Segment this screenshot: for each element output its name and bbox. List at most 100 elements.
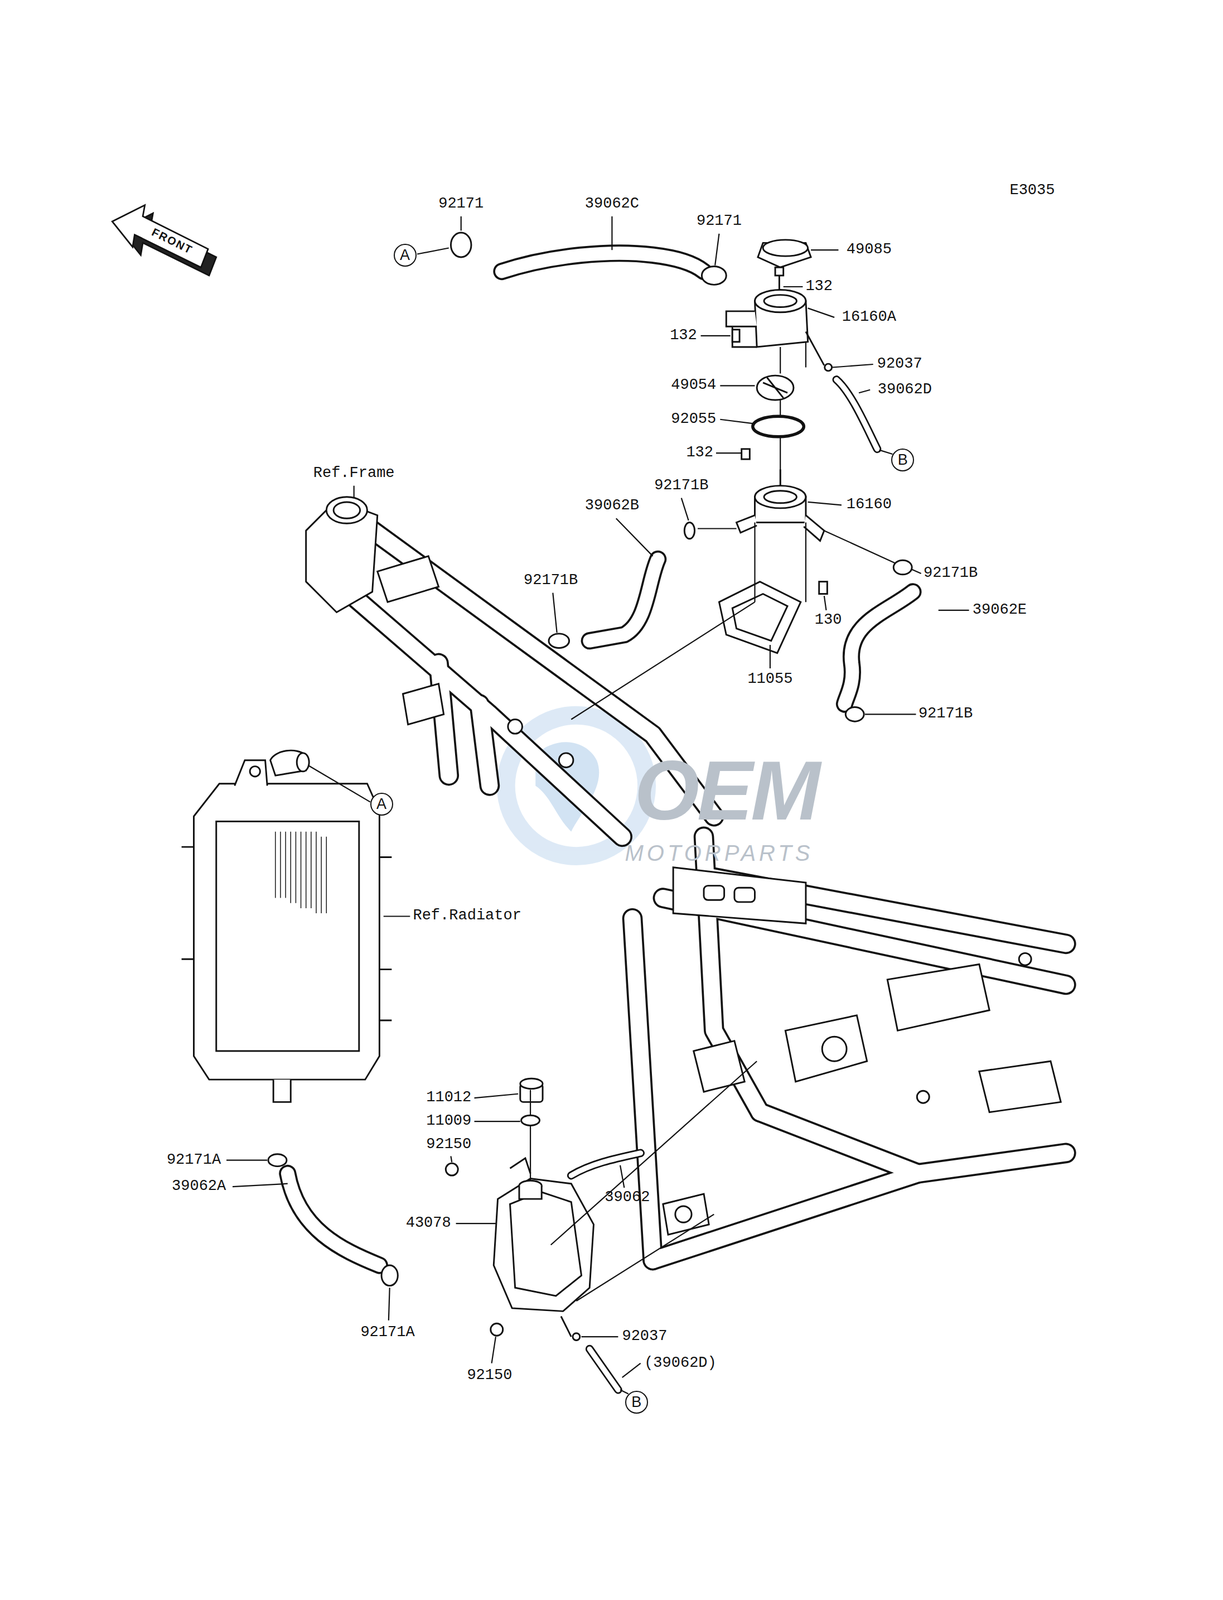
reservoir-tank: [510, 1191, 582, 1296]
coolant-hoses: [571, 1152, 641, 1176]
reference-circle: B: [891, 448, 915, 472]
leader-lines: [719, 384, 755, 386]
leader-lines: [474, 1120, 520, 1122]
frame-tubes: [760, 1112, 918, 1174]
coolant-hoses: [589, 1348, 618, 1390]
radiator: [181, 846, 393, 1021]
hose-clamps: [824, 363, 833, 371]
leader-lines: [226, 216, 970, 1394]
frame-tubes: [438, 663, 449, 776]
frame-tubes: [324, 515, 1067, 1260]
thermostat-housing: [775, 267, 784, 276]
frame-parts: [558, 752, 574, 768]
part-number: 92037: [621, 1327, 667, 1345]
leader-lines: [622, 1362, 641, 1378]
thermostat-housing: [752, 416, 804, 437]
leader-lines: [456, 1222, 496, 1224]
thermostat-housing: [741, 448, 751, 459]
part-number: 92037: [877, 355, 923, 373]
reference-letter: A: [376, 796, 387, 812]
radiator: [194, 783, 380, 1080]
part-number: 39062A: [171, 1177, 226, 1195]
reference-circle: B: [625, 1390, 649, 1414]
thermostat-housing: [732, 329, 740, 342]
leader-lines: [858, 389, 870, 393]
leader-lines: [616, 518, 654, 557]
frame-parts: [1018, 952, 1032, 965]
reference-letter: B: [631, 1394, 642, 1410]
hose-clamps: [845, 707, 864, 722]
part-number: 92171B: [523, 572, 578, 589]
frame-parts: [326, 496, 367, 524]
leader-lines: [417, 247, 449, 254]
part-number: 49054: [670, 377, 717, 395]
leader-lines: [474, 1093, 519, 1098]
coolant-hoses: [287, 1172, 380, 1265]
coolant-hoses: [571, 379, 878, 1390]
frame-parts: [734, 887, 756, 902]
coolant-hoses: [287, 253, 913, 1265]
leader-lines: [808, 307, 835, 317]
leader-lines: [697, 527, 737, 529]
part-number: 16160: [846, 496, 892, 514]
leader-lines: [808, 501, 842, 505]
leader-lines: [450, 1155, 452, 1162]
leader-lines: [620, 1389, 629, 1394]
frame-tubes: [632, 917, 654, 1260]
reservoir-tank: [445, 1162, 458, 1176]
leader-lines: [780, 341, 806, 486]
reservoir-tank: [510, 1157, 531, 1173]
part-number: 39062C: [585, 195, 640, 213]
leader-lines: [911, 569, 921, 574]
coolant-hoses: [589, 558, 659, 641]
part-number: 39062: [604, 1188, 650, 1206]
leader-lines: [714, 233, 719, 266]
coolant-hoses: [836, 379, 878, 449]
frame-parts: [703, 885, 725, 901]
reservoir-tank: [493, 1178, 594, 1312]
coolant-hoses: [287, 253, 913, 1390]
thermostat-housing: [803, 515, 825, 541]
frame-parts: [916, 1090, 930, 1103]
frame-tubes: [438, 663, 449, 776]
hose-clamps: [381, 1264, 398, 1286]
frame-parts: [979, 1060, 1061, 1112]
leader-lines: [307, 765, 371, 802]
frame-parts: [402, 683, 444, 724]
frame-tubes: [324, 515, 1067, 1260]
thermostat-housing: [732, 326, 757, 347]
coolant-hoses: [287, 253, 913, 1265]
part-number: 92171: [438, 195, 484, 213]
leader-lines: [460, 216, 462, 231]
leader-lines: [824, 530, 896, 564]
leader-lines: [701, 335, 731, 337]
leader-lines: [783, 286, 804, 288]
part-number: 92171B: [654, 477, 709, 495]
leader-lines: [832, 364, 873, 367]
reference-circle: A: [370, 792, 394, 816]
part-number: 11012: [426, 1089, 472, 1106]
frame-tubes: [324, 515, 1067, 1260]
reservoir-tank: [490, 1322, 504, 1336]
reservoir-tank: [519, 1185, 542, 1199]
frame-parts: [887, 963, 990, 1031]
leader-lines: [938, 609, 970, 611]
frame-tubes: [653, 1152, 1067, 1260]
leader-lines: [550, 1060, 757, 1245]
leader-lines: [529, 1089, 531, 1181]
front-arrow: [112, 205, 217, 276]
leader-lines: [383, 915, 411, 917]
radiator: [296, 752, 309, 772]
part-number: 130: [814, 611, 843, 629]
leader-lines: [716, 452, 742, 454]
thermostat-housing: [819, 581, 828, 594]
part-number: 39062B: [585, 497, 640, 515]
coolant-hoses: [836, 379, 878, 449]
coolant-hoses: [501, 253, 704, 272]
reservoir-tank: [521, 1114, 540, 1125]
part-number: 39062E: [972, 601, 1027, 619]
hose-clamps: [684, 522, 695, 539]
leader-lines: [552, 592, 557, 633]
radiator: [181, 750, 393, 1102]
